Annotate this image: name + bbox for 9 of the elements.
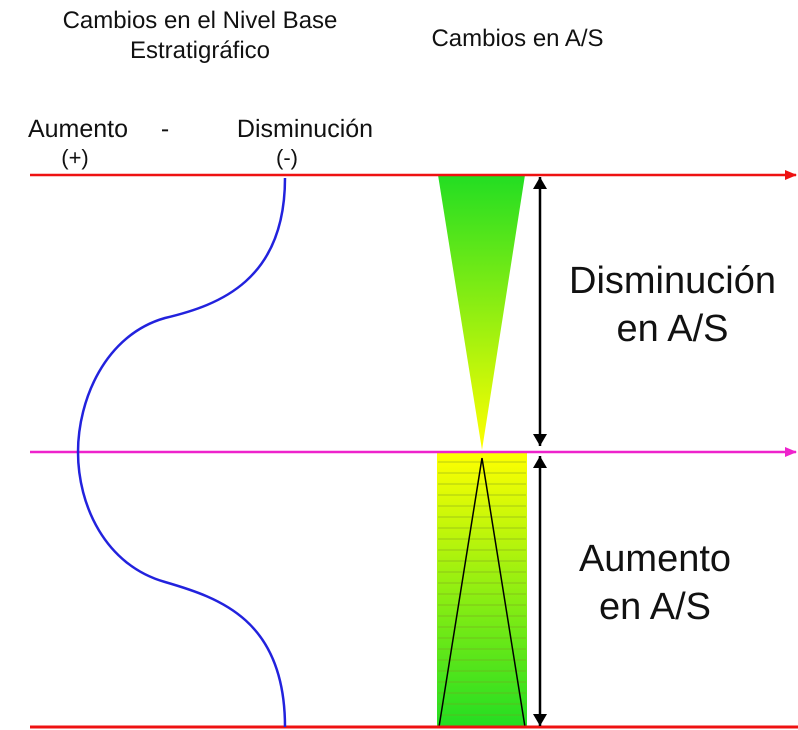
interval-label: Aumento en A/S <box>578 537 732 630</box>
column-heading: Cambios en A/S <box>430 24 605 54</box>
sign-label: (+) <box>60 144 90 172</box>
interval-label: Disminución en A/S <box>568 259 777 352</box>
separator-text: - <box>160 114 170 145</box>
column-heading: Cambios en el Nivel Base Estratigráfico <box>62 6 338 66</box>
axis-label: Aumento <box>26 114 130 145</box>
sign-label: (-) <box>275 144 299 172</box>
axis-label: Disminución <box>236 114 374 145</box>
